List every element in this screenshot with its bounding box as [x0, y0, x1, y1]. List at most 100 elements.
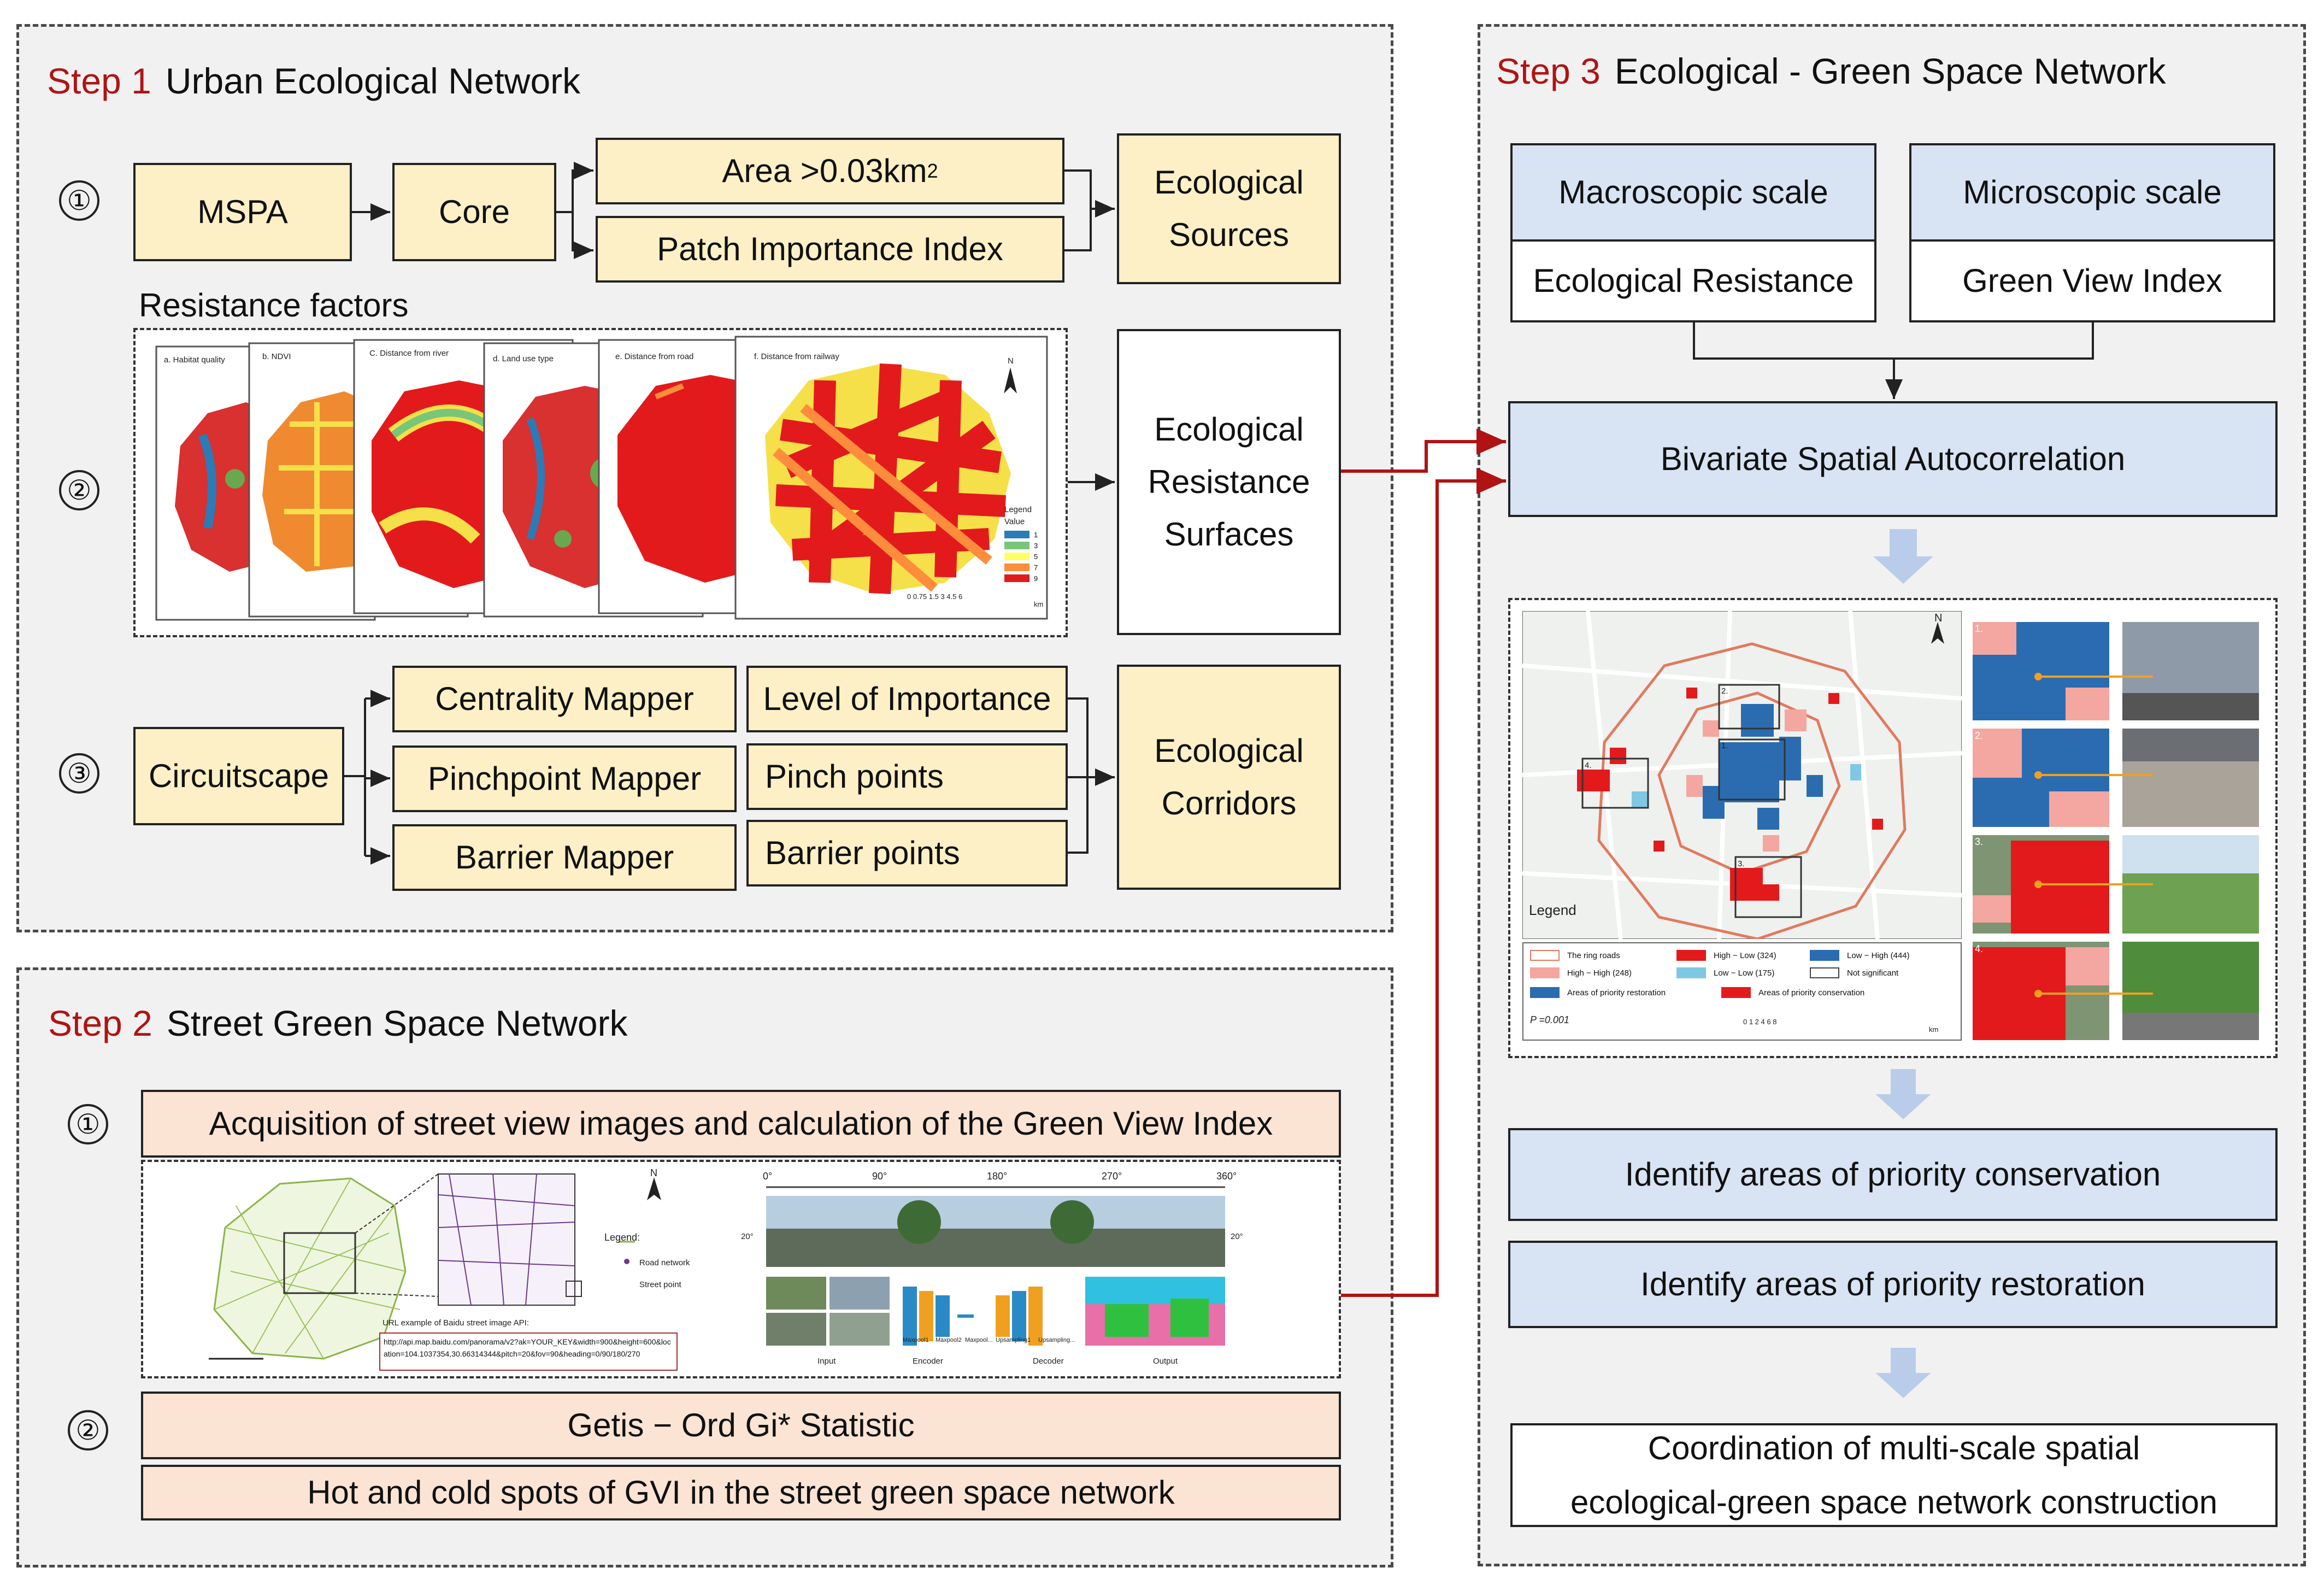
bivariate-box: Bivariate Spatial Autocorrelation	[1508, 401, 2278, 517]
bivariate-legend-label: Not significant	[1847, 968, 1899, 978]
map-e-title: e. Distance from road	[615, 352, 694, 361]
layer-label: Maxpool1	[903, 1337, 929, 1343]
rf-legend-swatch	[1004, 574, 1029, 582]
layer-label: Upsampling...	[1038, 1337, 1075, 1343]
bivariate-legend-label: Low − High (444)	[1847, 950, 1910, 960]
step1-num1: ①	[59, 180, 99, 221]
map-f-north: N	[1008, 356, 1014, 366]
map-box-4: 4.	[1585, 761, 1592, 770]
bivariate-legend-item: Areas of priority restoration	[1530, 987, 1666, 998]
down-arrow-icon	[1875, 1069, 1931, 1119]
bivariate-scale: 0 1 2 4 6 8	[1743, 1018, 1777, 1026]
identify-conservation-box: Identify areas of priority conservation	[1508, 1128, 2278, 1221]
barrier-mapper-box: Barrier Mapper	[392, 824, 737, 891]
step2-num2: ②	[68, 1410, 108, 1451]
pinch-points-box: Pinch points	[746, 743, 1068, 810]
resistance-factors-label: Resistance factors	[139, 287, 409, 324]
micro-box: Microscopic scale	[1909, 143, 2275, 242]
bivariate-legend-item: Not significant	[1810, 967, 1898, 978]
map-f-legend-value: Value	[1004, 517, 1025, 526]
circuitscape-box: Circuitscape	[133, 727, 344, 825]
zoom-thumbnails	[1973, 622, 2259, 1040]
hotcold-box: Hot and cold spots of GVI in the street …	[141, 1465, 1341, 1521]
map-box-2: 2.	[1721, 686, 1728, 696]
bivariate-north: N	[1934, 612, 1943, 624]
bivariate-legend-item: Low − Low (175)	[1676, 967, 1774, 978]
rf-legend-swatch	[1004, 542, 1029, 549]
bivariate-legend-swatch	[1676, 967, 1706, 978]
bivariate-legend-item: The ring roads	[1530, 950, 1620, 961]
ecological-sources-box: Ecological Sources	[1117, 133, 1341, 284]
bivariate-legend-item: Areas of priority conservation	[1721, 987, 1864, 998]
thumb-label-3: 3.	[1975, 836, 1984, 847]
mspa-box: MSPA	[133, 163, 352, 261]
street-network-maps	[209, 1173, 1225, 1360]
map-box-1: 1.	[1721, 741, 1728, 750]
macro-box: Macroscopic scale	[1510, 143, 1876, 242]
bivariate-legend-swatch	[1530, 950, 1560, 961]
pipeline-label: Decoder	[1033, 1357, 1064, 1366]
rf-legend-item: 5	[1004, 551, 1054, 562]
bivariate-legend-label: High − High (248)	[1567, 968, 1632, 978]
step2-num1: ①	[68, 1104, 108, 1144]
down-arrow-icon	[1875, 1348, 1931, 1398]
street-legend-title: Legend:	[604, 1232, 640, 1243]
identify-restoration-box: Identify areas of priority restoration	[1508, 1241, 2278, 1328]
map-f	[734, 336, 1048, 620]
map-b-title: b. NDVI	[262, 352, 291, 361]
angle-label: 180°	[987, 1171, 1008, 1182]
layer-label: Maxpool2	[936, 1337, 962, 1343]
bivariate-legend-label: The ring roads	[1567, 950, 1620, 960]
rf-legend-item: 9	[1004, 573, 1054, 584]
bivariate-legend-swatch	[1530, 967, 1560, 978]
eco-resistance-box: Ecological Resistance	[1510, 239, 1876, 322]
angle-label: 90°	[872, 1171, 887, 1182]
pitch-right: 20°	[1231, 1232, 1243, 1241]
street-legend-point: Street point	[639, 1280, 681, 1289]
bivariate-legend-swatch	[1810, 950, 1839, 961]
pitch-left: 20°	[741, 1232, 754, 1241]
rf-legend-swatch	[1004, 553, 1029, 560]
layer-label: Maxpool...	[965, 1337, 993, 1343]
rf-legend-label: 3	[1034, 541, 1038, 550]
thumb-label-4: 4.	[1975, 943, 1984, 954]
coordination-box: Coordination of multi-scale spatial ecol…	[1510, 1423, 2278, 1527]
gvi-box: Green View Index	[1909, 239, 2275, 322]
bivariate-legend-label: Low − Low (175)	[1714, 968, 1775, 978]
rf-legend-label: 1	[1034, 530, 1038, 539]
resistance-maps	[155, 336, 1048, 621]
bivariate-legend	[1522, 942, 1962, 1041]
rf-legend-label: 5	[1034, 552, 1038, 561]
angle-label: 360°	[1216, 1171, 1237, 1182]
level-of-importance-box: Level of Importance	[746, 666, 1068, 732]
p-value: P =0.001	[1530, 1014, 1569, 1025]
pipeline-label: Output	[1153, 1357, 1178, 1366]
bivariate-legend-label: Areas of priority conservation	[1758, 988, 1865, 997]
rf-legend-item: 3	[1004, 540, 1054, 551]
map-f-legend-title: Legend	[1004, 505, 1032, 514]
north-arrow-icon	[1004, 367, 1017, 394]
bivariate-legend-swatch	[1810, 967, 1839, 978]
bivariate-legend-swatch	[1721, 987, 1751, 998]
angle-label: 270°	[1102, 1171, 1122, 1182]
map-f-scale: 0 0.75 1.5 3 4.5 6	[907, 592, 963, 601]
acquisition-box: Acquisition of street view images and ca…	[141, 1090, 1341, 1158]
step1-num2: ②	[59, 470, 99, 510]
street-north: N	[650, 1167, 657, 1178]
bivariate-legend-swatch	[1676, 950, 1706, 961]
map-a-title: a. Habitat quality	[164, 355, 225, 365]
rf-legend-label: 9	[1034, 574, 1038, 583]
bivariate-map	[1522, 611, 1962, 939]
layer-label: Upsampling1	[996, 1337, 1031, 1343]
down-arrow-icon	[1873, 529, 1933, 584]
map-f-scale-unit: km	[1034, 600, 1044, 608]
step1-num3: ③	[59, 753, 99, 794]
pipeline-label: Encoder	[913, 1357, 943, 1366]
rf-legend-swatch	[1004, 563, 1029, 571]
street-legend-road: Road network	[639, 1258, 690, 1267]
